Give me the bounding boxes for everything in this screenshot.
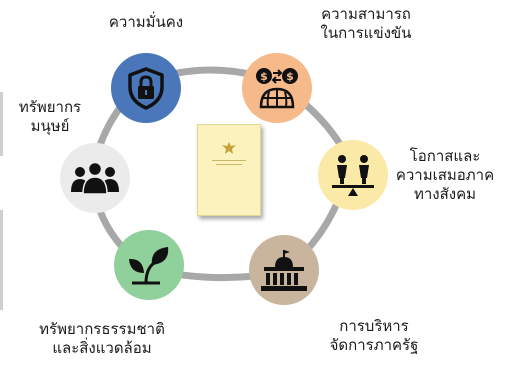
svg-text:$: $ [260,70,268,83]
label-human: ทรัพยากร มนุษย์ [18,98,82,135]
national-strategy-book [197,124,261,216]
left-edge-mark [0,210,3,310]
label-opportunity: โอกาสและ ความเสมอภาค ทางสังคม [395,147,495,203]
node-environment [114,230,184,300]
node-governance [249,235,319,305]
node-security [111,53,181,123]
people-group-icon [71,161,119,195]
garuda-emblem-icon [222,142,236,154]
label-governance: การบริหาร จัดการภาครัฐ [329,317,419,354]
label-security: ความมั่นคง [108,13,184,31]
book-text-line [212,160,246,161]
node-human [60,143,130,213]
leaf-icon [129,247,169,285]
book-text-line [216,164,242,165]
label-environment: ทรัพยากรธรรมชาติ และสิ่งแวดล้อม [39,320,165,357]
people-balance-icon [332,155,374,196]
government-building-icon [261,250,307,291]
shield-lock-icon [128,67,164,110]
label-competitiveness: ความสามารถ ในการแข่งขัน [320,5,412,42]
node-competitiveness: $ $ [242,53,312,123]
node-opportunity [318,140,388,210]
left-edge-mark [0,92,3,156]
svg-text:$: $ [286,70,294,83]
globe-money-exchange-icon: $ $ [256,68,298,109]
